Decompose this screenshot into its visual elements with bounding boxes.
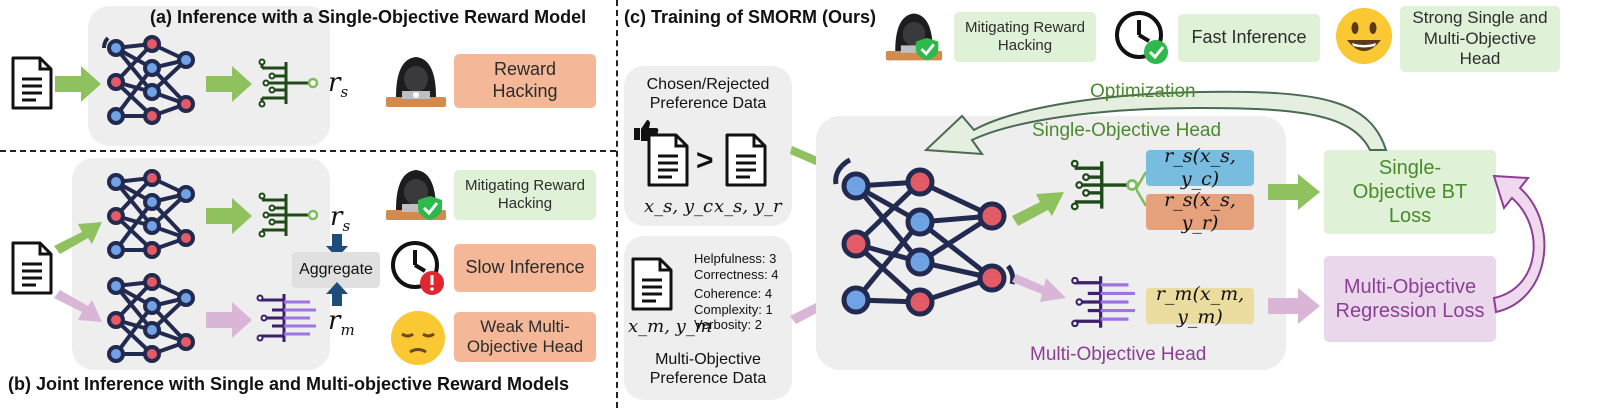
arrow-doc-to-multi-model-b xyxy=(54,290,102,322)
preference-data-title: Chosen/Rejected Preference Data xyxy=(646,75,770,112)
sad-face-icon xyxy=(391,311,445,365)
clock-warning-icon xyxy=(391,241,444,295)
panel-c-title: (c) Training of SMORM (Ours) xyxy=(624,7,876,27)
horizontal-divider xyxy=(0,150,616,152)
arrow-model-to-head-a xyxy=(206,66,252,102)
multi-objective-head-icon xyxy=(256,294,316,342)
neural-network-icon xyxy=(107,273,195,363)
attribute-complexity: Complexity: 1 xyxy=(694,301,773,317)
legend-mitigating-reward-hacking: Mitigating Reward Hacking xyxy=(954,12,1096,62)
multi-pair-label: x_m, y_m xyxy=(628,316,712,337)
vertical-divider xyxy=(616,0,618,408)
neural-network-large-icon xyxy=(833,157,1016,317)
legend-fast-inference: Fast Inference xyxy=(1178,14,1320,62)
optimization-arrow xyxy=(923,90,1388,156)
hacker-shield-icon xyxy=(885,13,943,61)
attribute-list: Helpfulness: 3 Correctness: 4 Coherence:… xyxy=(694,251,779,333)
multi-objective-head-label: Multi-Objective Head xyxy=(1030,344,1207,365)
rejected-pair-label: x_s, y_r xyxy=(714,196,782,217)
attribute-helpfulness: Helpfulness: 3 xyxy=(694,251,777,266)
multi-objective-document-icon xyxy=(631,257,673,311)
single-objective-head-icon xyxy=(258,58,319,108)
multi-objective-regression-loss: Multi-Objective Regression Loss xyxy=(1324,256,1496,342)
head-to-score-connector xyxy=(1136,171,1148,207)
arrow-to-regression-loss xyxy=(1268,288,1320,324)
neural-network-icon xyxy=(107,169,195,259)
score-chosen: r_s(x_s, y_c) xyxy=(1146,145,1254,190)
score-rejected: r_s(x_s, y_r) xyxy=(1146,189,1254,234)
attribute-verbosity: Verbosity: 2 xyxy=(694,317,762,332)
attribute-correctness: Correctness: 4 xyxy=(694,266,779,282)
arrow-doc-to-single-model-b xyxy=(54,222,102,254)
reward-label-rs-a: rs xyxy=(328,68,349,102)
single-objective-head-icon xyxy=(1070,159,1139,211)
document-icon xyxy=(11,241,53,295)
arrow-rm-up xyxy=(326,282,348,306)
rejected-document-icon xyxy=(725,133,767,187)
legend-strong-heads: Strong Single and Multi-Objective Head xyxy=(1400,6,1560,72)
reward-label-rm-b: rm xyxy=(328,306,355,340)
panel-b-title: (b) Joint Inference with Single and Mult… xyxy=(8,374,570,394)
single-objective-head-label: Single-Objective Head xyxy=(1032,120,1222,141)
optimization-label: Optimization xyxy=(1090,81,1196,102)
smiley-face-icon xyxy=(1336,8,1392,64)
multi-objective-head-icon xyxy=(1071,276,1135,328)
arrow-model-to-multi-head xyxy=(1012,274,1066,302)
hacker-shield-icon xyxy=(386,170,446,220)
arrow-to-multi-head-b xyxy=(206,302,252,338)
multi-objective-data-title: Multi-Objective Preference Data xyxy=(649,350,767,387)
greater-than-sign: > xyxy=(696,144,714,177)
chosen-document-icon xyxy=(647,133,689,187)
badge-slow-inference: Slow Inference xyxy=(454,244,596,292)
regression-feedback-arrow xyxy=(1492,174,1546,314)
clock-check-icon xyxy=(1115,11,1168,64)
badge-weak-multi-objective-head: Weak Multi-Objective Head xyxy=(454,312,596,362)
panel-a-title: (a) Inference with a Single-Objective Re… xyxy=(150,7,587,27)
single-objective-bt-loss: Single-Objective BT Loss xyxy=(1324,150,1496,234)
single-objective-head-icon xyxy=(258,192,319,238)
badge-mitigating-reward-hacking-b: Mitigating Reward Hacking xyxy=(454,170,596,220)
document-icon xyxy=(11,56,53,110)
arrow-to-single-head-b xyxy=(206,198,252,234)
score-multi: r_m(x_m, y_m) xyxy=(1146,283,1254,328)
chosen-pair-label: x_s, y_c xyxy=(644,196,714,217)
neural-network-icon xyxy=(102,35,195,125)
attribute-coherence: Coherence: 4 xyxy=(694,286,773,301)
arrow-model-to-single-head xyxy=(1012,192,1064,226)
reward-label-rs-b: rs xyxy=(330,202,351,236)
aggregate-box: Aggregate xyxy=(292,252,380,288)
hacker-icon xyxy=(386,57,446,107)
arrow-doc-to-model-a xyxy=(55,66,101,102)
badge-reward-hacking: Reward Hacking xyxy=(454,54,596,108)
arrow-to-bt-loss xyxy=(1268,174,1320,210)
